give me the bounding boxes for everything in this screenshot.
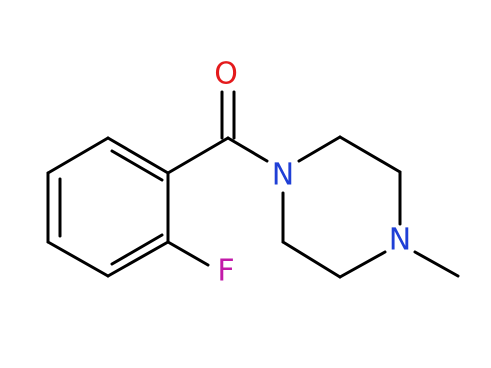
bond-ring-carbonyl bbox=[166, 136, 230, 175]
bond-c-f bbox=[166, 240, 210, 267]
bond-n4-c-bottom bbox=[338, 250, 387, 279]
bond-carbonyl-n bbox=[226, 136, 269, 163]
bond-n1-c-top bbox=[297, 135, 342, 163]
benzene-ring bbox=[46, 136, 170, 278]
bond-ring-top-inner bbox=[110, 149, 164, 182]
bond-ring-top-left bbox=[46, 136, 110, 175]
fluorine-label: F bbox=[217, 254, 234, 289]
bond-ring-bottom-right bbox=[106, 240, 170, 278]
bond-n-methyl bbox=[413, 250, 460, 278]
bond-c-top-c-right bbox=[338, 135, 402, 174]
bond-ring-top bbox=[106, 136, 170, 175]
bond-ring-bottom-right-inner bbox=[110, 233, 164, 266]
bond-ring-bottom-left bbox=[46, 240, 110, 278]
nitrogen-methyl-label: N bbox=[389, 223, 411, 258]
bond-c-bottom-c-left bbox=[281, 240, 342, 279]
nitrogen-amide-label: N bbox=[272, 158, 294, 193]
piperazine-ring bbox=[281, 135, 402, 279]
oxygen-label: O bbox=[214, 57, 238, 92]
